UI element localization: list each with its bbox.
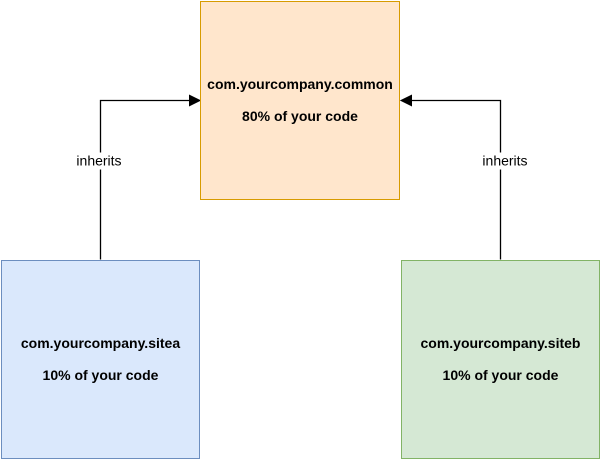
node-common-sublabel: 80% of your code <box>242 108 358 124</box>
edge-sitea-to-common <box>99 99 190 260</box>
node-siteb[interactable]: com.yourcompany.siteb 10% of your code <box>401 260 600 459</box>
edge-siteb-to-common <box>411 99 502 260</box>
node-sitea[interactable]: com.yourcompany.sitea 10% of your code <box>1 260 200 459</box>
arrowhead-left-icon <box>399 94 412 107</box>
node-common-label: com.yourcompany.common <box>207 76 393 92</box>
node-siteb-label: com.yourcompany.siteb <box>420 335 581 351</box>
node-common[interactable]: com.yourcompany.common 80% of your code <box>200 1 400 200</box>
node-sitea-label: com.yourcompany.sitea <box>20 335 181 351</box>
edge-label-inherits-left: inherits <box>74 152 124 170</box>
node-siteb-sublabel: 10% of your code <box>442 367 559 383</box>
arrowhead-right-icon <box>189 94 202 107</box>
edge-label-inherits-right: inherits <box>480 152 530 170</box>
node-sitea-sublabel: 10% of your code <box>42 367 159 383</box>
